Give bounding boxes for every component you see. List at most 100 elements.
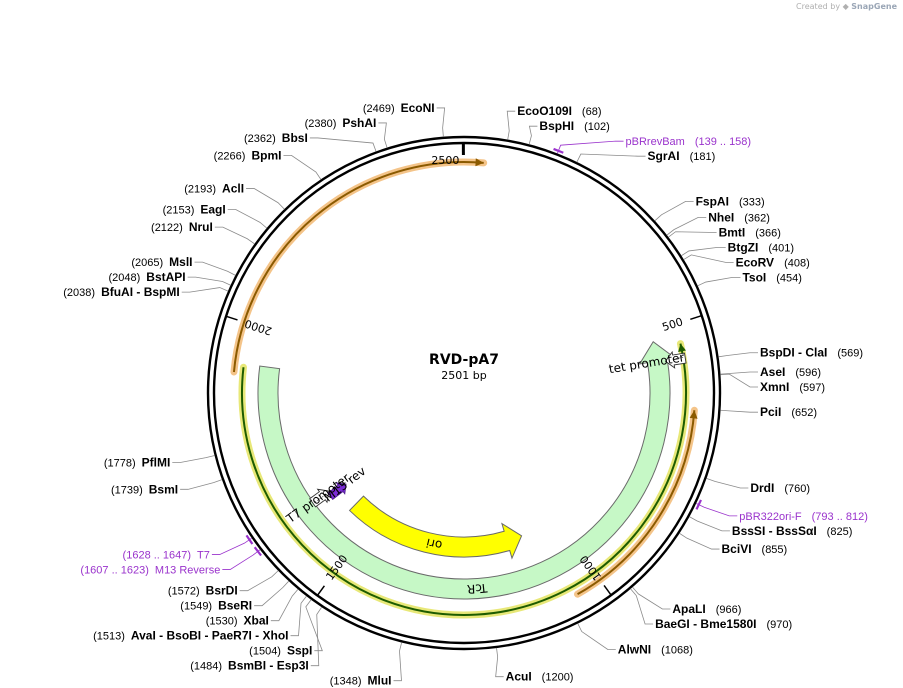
feature-arcs: TcR ori: [230, 158, 698, 619]
site-leader-line: [180, 479, 223, 490]
site-apali[interactable]: ApaLI(966): [672, 602, 741, 616]
site-xbai[interactable]: (1530)XbaI: [206, 614, 269, 628]
snapgene-logo-icon: ◆: [842, 2, 849, 11]
site-bspdi-clai[interactable]: BspDI - ClaI(569): [760, 346, 863, 360]
site-fspai[interactable]: FspAI(333): [696, 194, 765, 208]
tick-mark: [317, 585, 326, 596]
site-leader-line: [194, 261, 236, 276]
feature-tcr-arrow[interactable]: [257, 341, 677, 600]
site-asei[interactable]: AseI(596): [760, 365, 821, 379]
site-leader-line: [654, 200, 694, 222]
site-acui[interactable]: AcuI(1200): [506, 670, 574, 684]
site-leader-line: [246, 188, 285, 210]
primer-m13-reverse[interactable]: (1607 .. 1623)M13 Reverse: [80, 564, 220, 576]
site-bfuai-bspmi[interactable]: (2038)BfuAI - BspMI: [63, 285, 179, 299]
site-bsrdi[interactable]: (1572)BsrDI: [168, 584, 238, 598]
site-econi[interactable]: (2469)EcoNI: [363, 101, 435, 115]
site-leader-line: [378, 122, 388, 148]
site-bbsi[interactable]: (2362)BbsI: [244, 131, 308, 145]
site-bseri[interactable]: (1549)BseRI: [180, 599, 252, 613]
site-acli[interactable]: (2193)AclI: [184, 181, 244, 195]
site-leader-line: [528, 125, 538, 145]
site-ecoo109i[interactable]: EcoO109I(68): [517, 104, 601, 118]
site-pshai[interactable]: (2380)PshAI: [305, 116, 377, 130]
primer-pbr322ori-f[interactable]: pBR322ori-F(793 .. 812): [739, 511, 868, 523]
backbone-inner-strand: [212, 141, 716, 645]
watermark-brand: SnapGene: [851, 2, 897, 11]
site-leader-line: [283, 155, 322, 180]
primer-t7[interactable]: (1628 .. 1647)T7: [123, 549, 210, 561]
site-nrui[interactable]: (2122)NruI: [151, 220, 213, 234]
site-leader-line: [436, 107, 446, 137]
site-drdi[interactable]: DrdI(760): [750, 481, 810, 495]
restriction-sites: EcoO109I(68)BspHI(102) pBRrevBam(139 .. 1…: [63, 101, 868, 688]
feature-ori-label: ori: [425, 536, 443, 553]
site-msli[interactable]: (2065)MslI: [131, 255, 192, 269]
site-leader-line: [495, 647, 504, 678]
site-bmti[interactable]: BmtI(366): [719, 225, 781, 239]
site-bpmi[interactable]: (2266)BpmI: [214, 148, 282, 162]
primer-pbrrevbam[interactable]: pBRrevBam(139 .. 158): [626, 136, 752, 148]
site-leader-line: [630, 588, 654, 625]
site-sgrai[interactable]: SgrAI(181): [648, 149, 716, 163]
feature-tcr-label: TcR: [467, 581, 489, 596]
site-pflmi[interactable]: (1778)PflMI: [104, 456, 170, 470]
site-bsmbi-esp3i[interactable]: (1484)BsmBI - Esp3I: [190, 659, 309, 673]
site-bstapi[interactable]: (2048)BstAPI: [108, 270, 185, 284]
site-leader-line: [668, 231, 717, 238]
plasmid-backbone: [206, 135, 722, 651]
feature-arc[interactable]: [232, 161, 484, 373]
site-ecorv[interactable]: EcoRV(408): [736, 255, 810, 269]
site-pcii[interactable]: PciI(652): [760, 405, 817, 419]
site-leader-line: [695, 503, 738, 517]
site-nhei[interactable]: NheI(362): [708, 210, 770, 224]
site-leader-line: [720, 409, 758, 413]
site-leader-line: [697, 276, 741, 287]
tick-label: 2500: [431, 154, 459, 167]
site-leader-line: [309, 137, 377, 152]
site-leader-line: [718, 352, 758, 358]
site-eagi[interactable]: (2153)EagI: [163, 203, 226, 217]
site-alwni[interactable]: AlwNI(1068): [618, 642, 693, 656]
site-bsssi-bsss-i[interactable]: BssSI - BssSαI(825): [732, 524, 852, 538]
site-baegi-bme1580i[interactable]: BaeGI - Bme1580I(970): [655, 617, 792, 631]
site-leader-line: [683, 254, 734, 263]
site-mlui[interactable]: (1348)MluI: [330, 674, 392, 688]
site-leader-line: [681, 246, 726, 257]
site-leader-line: [679, 532, 720, 550]
site-leader-line: [214, 226, 255, 245]
tick-mark: [603, 584, 612, 595]
site-leader-line: [689, 516, 730, 532]
site-leader-line: [706, 477, 749, 489]
snapgene-watermark: Created by ◆ SnapGene: [796, 2, 897, 11]
site-leader-line: [222, 549, 261, 570]
site-bsphi[interactable]: BspHI(102): [539, 119, 609, 133]
site-leader-line: [172, 455, 215, 463]
site-leader-line: [290, 595, 307, 637]
site-leader-line: [556, 140, 624, 154]
site-btgzi[interactable]: BtgZI(401): [728, 240, 794, 254]
arc-arrowhead: [689, 410, 698, 419]
site-sspi[interactable]: (1504)SspI: [249, 644, 312, 658]
tick-mark: [226, 315, 238, 321]
arc-arrowhead: [678, 343, 686, 353]
feature-arc[interactable]: [577, 410, 696, 596]
tick-label: 500: [661, 315, 685, 334]
site-leader-line: [254, 580, 290, 607]
m13-rev-arrow-icon: [327, 482, 347, 501]
site-avai-bsobi-paer7i-xhoi[interactable]: (1513)AvaI - BsoBI - PaeR7I - XhoI: [93, 629, 288, 643]
feature-arc[interactable]: [241, 343, 687, 616]
tet-promoter-arrow-icon: [664, 350, 687, 369]
site-bsmi[interactable]: (1739)BsmI: [111, 482, 178, 496]
arc-arrowhead: [475, 158, 484, 167]
feature-ori-arrow[interactable]: [348, 495, 523, 560]
watermark-prefix: Created by: [796, 2, 841, 11]
plasmid-name: RVD-pA7: [429, 352, 499, 368]
site-xmni[interactable]: XmnI(597): [760, 380, 825, 394]
site-leader-line: [310, 606, 323, 667]
site-bcivi[interactable]: BciVI(855): [722, 542, 788, 556]
site-tsoi[interactable]: TsoI(454): [742, 270, 801, 284]
site-leader-line: [393, 642, 403, 682]
site-leader-line: [576, 153, 646, 163]
